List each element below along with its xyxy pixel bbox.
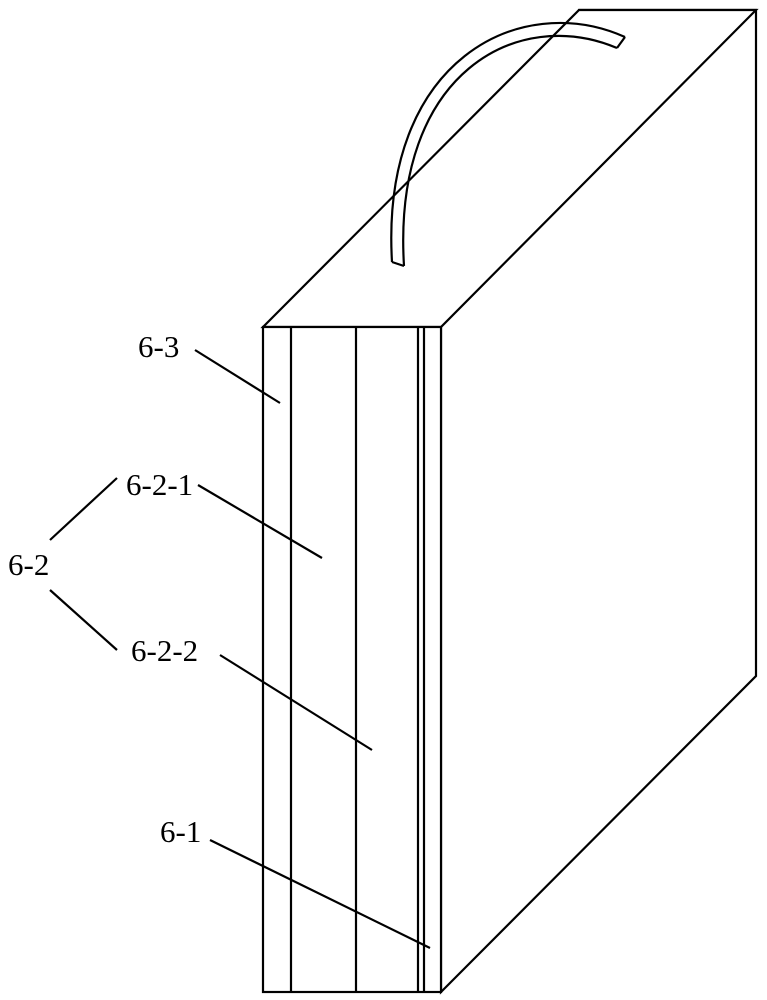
label-outer-layer: 6-3 xyxy=(138,329,179,364)
front-face xyxy=(261,325,443,994)
leader-line-outer-layer xyxy=(194,349,281,404)
leader-line-inner-layer xyxy=(209,839,431,949)
label-inner-layer: 6-1 xyxy=(160,814,201,849)
leader-line-group-lower xyxy=(49,589,118,651)
leader-line-sub-layer-1 xyxy=(197,484,323,559)
label-group: 6-2 xyxy=(8,547,49,582)
handle-arc-icon xyxy=(390,21,626,268)
leader-line-group-upper xyxy=(49,477,118,541)
leader-line-sub-layer-2 xyxy=(219,654,373,751)
label-sub-layer-1: 6-2-1 xyxy=(126,467,193,502)
label-sub-layer-2: 6-2-2 xyxy=(131,633,198,668)
